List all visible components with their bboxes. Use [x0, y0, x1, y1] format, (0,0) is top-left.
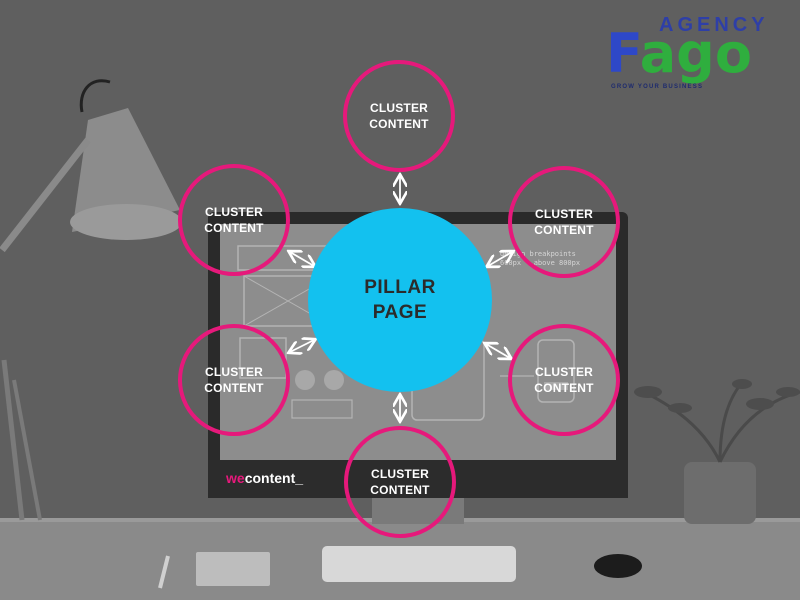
- cluster-label-line1: CLUSTER: [205, 364, 263, 380]
- arrow-lower-right: [486, 344, 510, 358]
- cluster-node-top: CLUSTER CONTENT: [343, 60, 455, 172]
- fago-agency-logo: AGENCY Fago GROW YOUR BUSINESS: [606, 14, 774, 96]
- cluster-label-line2: CONTENT: [534, 380, 593, 396]
- cluster-label-line1: CLUSTER: [205, 204, 263, 220]
- cluster-node-upper-left: CLUSTER CONTENT: [178, 164, 290, 276]
- arrow-lower-left: [290, 340, 314, 352]
- cluster-node-bottom: CLUSTER CONTENT: [344, 426, 456, 538]
- cluster-label-line1: CLUSTER: [370, 100, 428, 116]
- cluster-label-line2: CONTENT: [370, 482, 429, 498]
- pillar-label-line1: PILLAR: [364, 275, 436, 300]
- cluster-label-line2: CONTENT: [534, 222, 593, 238]
- cluster-label-line1: CLUSTER: [371, 466, 429, 482]
- cluster-node-lower-right: CLUSTER CONTENT: [508, 324, 620, 436]
- cluster-label-line2: CONTENT: [204, 220, 263, 236]
- cluster-label-line2: CONTENT: [369, 116, 428, 132]
- arrow-upper-left: [290, 252, 314, 266]
- cluster-label-line1: CLUSTER: [535, 206, 593, 222]
- pillar-page-node: PILLAR PAGE: [308, 208, 492, 392]
- cluster-label-line2: CONTENT: [204, 380, 263, 396]
- cluster-label-line1: CLUSTER: [535, 364, 593, 380]
- cluster-node-lower-left: CLUSTER CONTENT: [178, 324, 290, 436]
- cluster-node-upper-right: CLUSTER CONTENT: [508, 166, 620, 278]
- logo-tagline: GROW YOUR BUSINESS: [611, 84, 703, 90]
- arrow-upper-right: [488, 252, 512, 266]
- pillar-label-line2: PAGE: [373, 300, 427, 325]
- logo-wordmark: Fago: [606, 24, 752, 84]
